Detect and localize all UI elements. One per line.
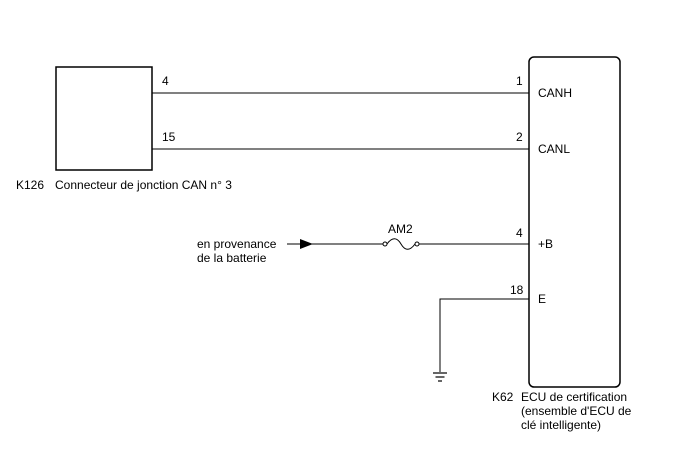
ecu-pin-power-signal: +B — [538, 237, 553, 251]
junction-pin-canl-number: 15 — [162, 130, 176, 144]
junction-connector-name: Connecteur de jonction CAN n° 3 — [55, 178, 232, 192]
fuse-label: AM2 — [388, 222, 413, 236]
junction-connector-code: K126 — [16, 178, 44, 192]
ecu-pin-power-number: 4 — [516, 226, 523, 240]
ecu-name-line-1: ECU de certification — [521, 390, 627, 404]
ecu-name-line-2: (ensemble d'ECU de — [521, 404, 632, 418]
ecu-name-line-3: clé intelligente) — [521, 418, 601, 432]
ecu-pin-canh-signal: CANH — [538, 86, 572, 100]
junction-connector-box — [55, 66, 153, 171]
ecu-pin-ground-signal: E — [538, 292, 546, 306]
ground-wire — [439, 298, 529, 372]
ground-icon — [433, 372, 447, 382]
ecu-pin-canl-number: 2 — [516, 130, 523, 144]
ecu-box — [528, 56, 621, 388]
power-source-line-1: en provenance — [197, 237, 277, 251]
ecu-pin-canh-number: 1 — [516, 74, 523, 88]
ecu-code: K62 — [492, 390, 514, 404]
junction-pin-canh-number: 4 — [162, 74, 169, 88]
fuse-icon — [382, 238, 420, 250]
power-source-line-2: de la batterie — [197, 251, 267, 265]
ecu-pin-canl-signal: CANL — [538, 142, 570, 156]
ecu-pin-ground-number: 18 — [510, 283, 524, 297]
